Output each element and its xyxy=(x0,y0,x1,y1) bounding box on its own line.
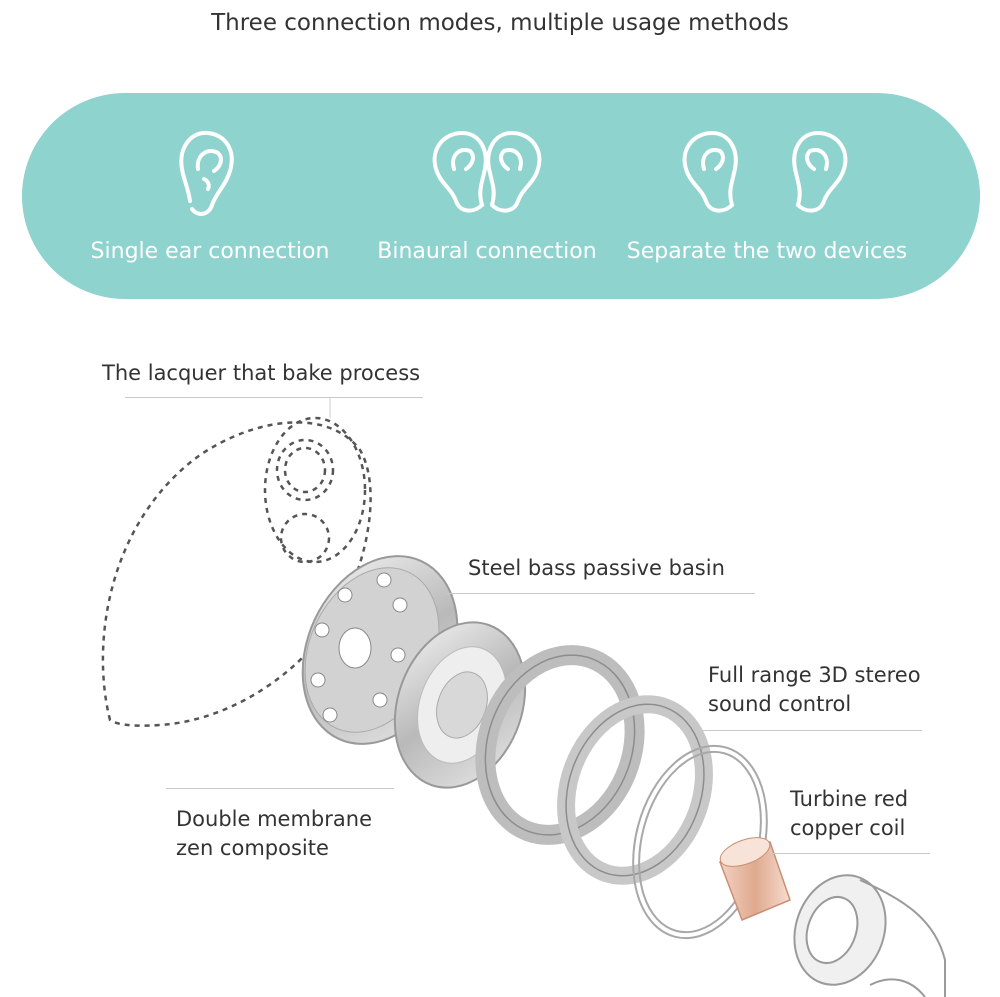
single-ear-icon xyxy=(179,130,234,216)
separate-ears-icon xyxy=(682,130,848,213)
two-ears-icon xyxy=(432,130,542,213)
earphone-exploded-illustration xyxy=(101,398,946,997)
mode-single-ear: Single ear connection xyxy=(80,93,340,299)
mode-separate: Separate the two devices xyxy=(622,93,912,299)
full-range-rule xyxy=(700,730,922,731)
membrane-rule xyxy=(166,788,394,789)
coil-callout-line2: copper coil xyxy=(790,816,906,840)
full-range-callout-line1: Full range 3D stereo xyxy=(708,663,921,687)
coil-rule xyxy=(770,853,930,854)
membrane-callout-line1: Double membrane xyxy=(176,807,372,831)
ring-part-2 xyxy=(557,695,713,885)
mode-binaural: Binaural connection xyxy=(362,93,612,299)
membrane-callout-line2: zen composite xyxy=(176,836,329,860)
mode-label: Separate the two devices xyxy=(626,239,908,264)
dashed-shell-outline xyxy=(101,416,372,727)
steel-basin-callout: Steel bass passive basin xyxy=(468,556,725,580)
lacquer-rule xyxy=(125,397,423,398)
coil-callout-line1: Turbine red xyxy=(790,787,909,811)
mode-label: Single ear connection xyxy=(90,239,330,264)
lacquer-callout: The lacquer that bake process xyxy=(102,361,421,385)
clear-nozzle-part xyxy=(793,874,946,997)
connection-modes-banner: Single ear connection Binaural connectio… xyxy=(22,93,980,299)
steel-basin-rule xyxy=(445,593,755,594)
ring-part-1 xyxy=(475,645,645,845)
page-title: Three connection modes, multiple usage m… xyxy=(211,10,789,36)
copper-coil-part xyxy=(719,837,791,921)
mode-label: Binaural connection xyxy=(377,239,597,264)
full-range-callout-line2: sound control xyxy=(708,692,852,716)
